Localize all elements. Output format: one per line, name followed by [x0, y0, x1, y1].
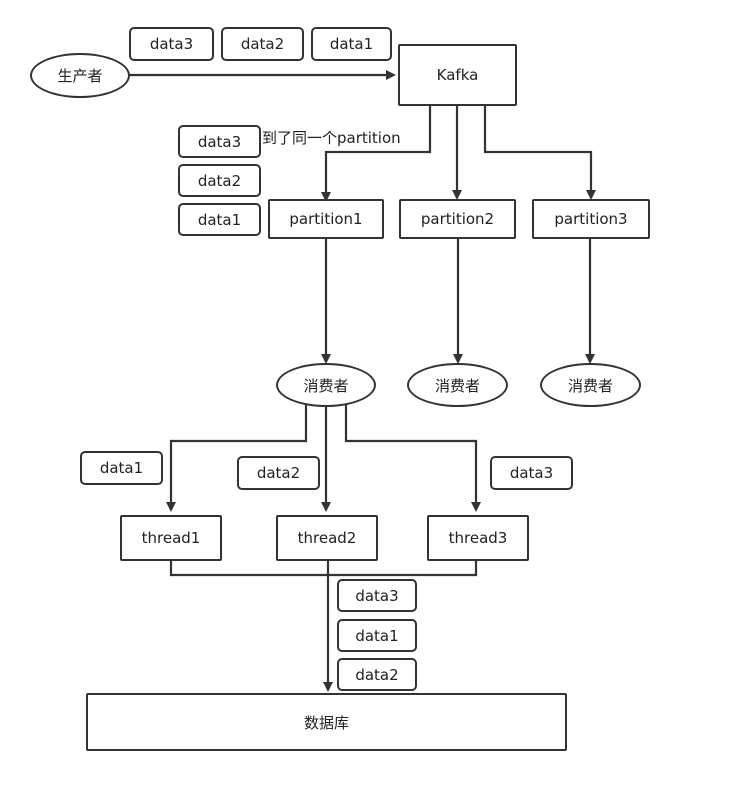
- thread-node-1: thread1: [120, 515, 222, 561]
- consumer-node-2: 消费者: [407, 363, 508, 407]
- database-node: 数据库: [86, 693, 567, 751]
- kafka-node: Kafka: [398, 44, 517, 106]
- thread-tag-label: data2: [256, 464, 301, 482]
- db-tag-label: data1: [355, 626, 399, 645]
- kafka-label: Kafka: [436, 66, 479, 84]
- thread-node-2: thread2: [276, 515, 378, 561]
- consumer-label: 消费者: [434, 376, 480, 395]
- partition-label: partition2: [420, 210, 495, 228]
- thread-tag-data2: data2: [237, 456, 320, 490]
- partition-tag-data1: data1: [178, 203, 261, 236]
- thread-tag-data1: data1: [80, 451, 163, 485]
- producer-tag-label: data2: [240, 35, 285, 53]
- partition-node-3: partition3: [532, 199, 650, 239]
- connector-threads-join: [169, 560, 478, 577]
- thread-label: thread3: [448, 529, 508, 547]
- producer-node: 生产者: [30, 53, 130, 98]
- producer-tag-data1: data1: [311, 27, 392, 61]
- arrow-consumer-thread1: [166, 405, 308, 512]
- db-tag-data3: data3: [337, 579, 417, 612]
- arrow-consumer-thread3: [344, 405, 481, 512]
- db-tag-data1: data1: [337, 619, 417, 652]
- db-tag-label: data3: [355, 586, 399, 605]
- producer-label: 生产者: [57, 67, 103, 85]
- partition-node-1: partition1: [268, 199, 384, 239]
- thread-tag-label: data1: [99, 459, 144, 477]
- partition-tag-label: data1: [197, 210, 242, 229]
- database-label: 数据库: [303, 713, 349, 732]
- arrow-kafka-partition1: [321, 105, 432, 202]
- thread-label: thread2: [297, 529, 357, 547]
- thread-tag-label: data3: [509, 464, 554, 482]
- producer-tag-label: data3: [149, 35, 194, 53]
- partition-tag-data3: data3: [178, 125, 261, 158]
- producer-tag-data2: data2: [221, 27, 304, 61]
- partition-node-2: partition2: [399, 199, 516, 239]
- partition-tag-label: data2: [197, 171, 242, 190]
- producer-tag-label: data1: [329, 35, 374, 53]
- producer-tag-data3: data3: [129, 27, 214, 61]
- consumer-label: 消费者: [567, 376, 613, 395]
- arrow-kafka-partition3: [483, 105, 596, 200]
- thread-node-3: thread3: [427, 515, 529, 561]
- partition-label: partition3: [554, 210, 628, 228]
- thread-tag-data3: data3: [490, 456, 573, 490]
- consumer-node-1: 消费者: [276, 363, 376, 407]
- consumer-node-3: 消费者: [540, 363, 641, 407]
- same-partition-note: 到了同一个partition: [262, 127, 401, 148]
- partition-tag-label: data3: [197, 132, 242, 151]
- partition-tag-data2: data2: [178, 164, 261, 197]
- partition-label: partition1: [289, 210, 363, 228]
- db-tag-label: data2: [355, 665, 399, 684]
- consumer-label: 消费者: [303, 376, 349, 395]
- thread-label: thread1: [141, 529, 201, 547]
- db-tag-data2: data2: [337, 658, 417, 691]
